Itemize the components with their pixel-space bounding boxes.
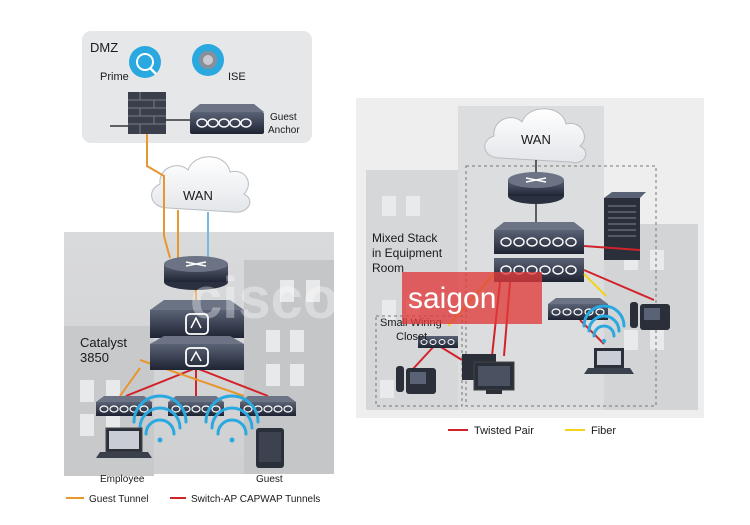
wifi-signal-icon bbox=[204, 394, 260, 443]
access-point-icon bbox=[168, 396, 224, 416]
legend-right: Twisted Pair Fiber bbox=[448, 425, 616, 437]
left-diagram: DMZ Prime ISE bbox=[64, 31, 334, 505]
wan-label-right: WAN bbox=[521, 132, 551, 147]
guest-anchor-controller-icon bbox=[190, 104, 264, 134]
guest-anchor-label: Guest bbox=[270, 112, 297, 123]
laptop-icon-right bbox=[584, 348, 634, 374]
right-diagram: WAN bbox=[356, 98, 704, 437]
wifi-signal-icon bbox=[132, 394, 188, 443]
employee-label: Employee bbox=[100, 474, 145, 485]
catalyst-label: Catalyst bbox=[80, 335, 127, 350]
access-point-icon bbox=[240, 396, 296, 416]
ise-icon bbox=[192, 44, 224, 76]
prime-label: Prime bbox=[100, 71, 129, 83]
wan-cloud-icon bbox=[151, 156, 251, 213]
small-wiring-label-2: Closet bbox=[396, 331, 427, 343]
access-point-icon bbox=[96, 396, 152, 416]
router-icon-right bbox=[508, 160, 564, 204]
legend-label-fiber: Fiber bbox=[591, 425, 616, 437]
laptop-icon bbox=[96, 427, 152, 458]
firewall-icon bbox=[128, 92, 166, 134]
legend-left: Guest Tunnel Switch-AP CAPWAP Tunnels bbox=[66, 494, 320, 505]
router-icon bbox=[164, 256, 228, 290]
catalyst-label-2: 3850 bbox=[80, 350, 109, 365]
mixed-stack-label-3: Room bbox=[372, 261, 404, 275]
legend-label-twisted-pair: Twisted Pair bbox=[474, 425, 534, 437]
mixed-stack-label: Mixed Stack bbox=[372, 231, 438, 245]
watermark-text: saigon bbox=[408, 282, 496, 315]
tablet-icon bbox=[256, 428, 284, 468]
legend-label-capwap: Switch-AP CAPWAP Tunnels bbox=[191, 494, 320, 505]
desktop-monitor-icon bbox=[462, 354, 515, 394]
catalyst-3850-switch-icon bbox=[150, 300, 244, 370]
mixed-stack-label-2: in Equipment bbox=[372, 246, 443, 260]
ip-phone-icon bbox=[396, 366, 436, 394]
svg-text:cisco: cisco bbox=[190, 266, 338, 331]
ip-phone-icon bbox=[630, 302, 670, 330]
guest-label: Guest bbox=[256, 474, 283, 485]
prime-icon bbox=[129, 46, 161, 78]
wiring-closet-switch-icon bbox=[418, 336, 458, 348]
wifi-signal-icon-right bbox=[582, 304, 626, 344]
wan-label: WAN bbox=[183, 188, 213, 203]
ise-label: ISE bbox=[228, 71, 246, 83]
dmz-label: DMZ bbox=[90, 40, 118, 55]
legend-label-guest-tunnel: Guest Tunnel bbox=[89, 494, 148, 505]
guest-anchor-label-2: Anchor bbox=[268, 125, 300, 136]
watermark: saigon cisco bbox=[190, 266, 542, 331]
wan-cloud-icon-right bbox=[484, 108, 587, 164]
